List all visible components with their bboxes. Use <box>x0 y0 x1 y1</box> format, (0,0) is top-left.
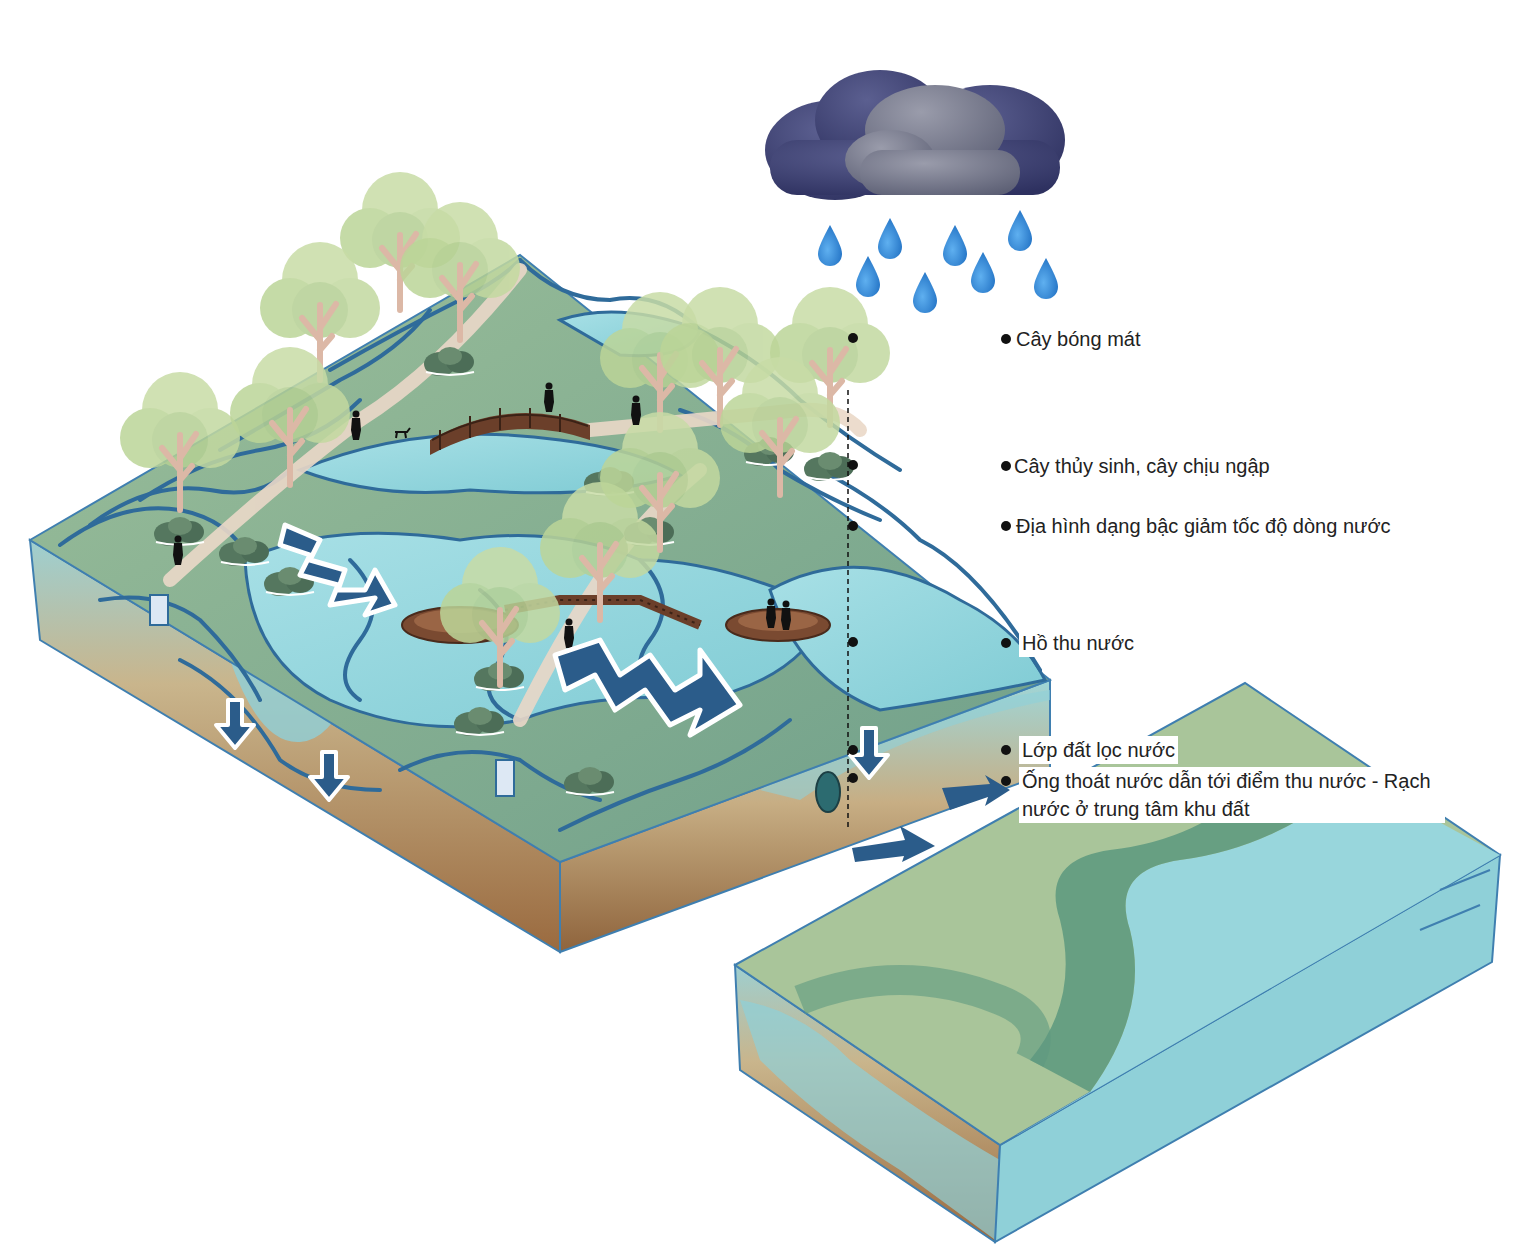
callout-label: Ống thoát nước dẫn tới điểm thu nước - R… <box>1019 767 1445 823</box>
drain-pipe <box>816 772 840 812</box>
main-block <box>30 172 1050 952</box>
infiltration-arrow <box>216 700 888 800</box>
rain-cloud <box>765 70 1065 200</box>
callout-label: Cây bóng mát <box>1013 325 1144 353</box>
callout-label: Hồ thu nước <box>1019 629 1137 657</box>
callout-label: Địa hình dạng bậc giảm tốc độ dòng nước <box>1013 512 1394 540</box>
callout-label: Lớp đất lọc nước <box>1019 736 1178 764</box>
bridge <box>430 408 590 455</box>
leader-line <box>848 333 1011 830</box>
callout-label: Cây thủy sinh, cây chịu ngập <box>1011 452 1273 480</box>
flow-arrow <box>280 525 740 735</box>
canal-block <box>735 683 1500 1242</box>
